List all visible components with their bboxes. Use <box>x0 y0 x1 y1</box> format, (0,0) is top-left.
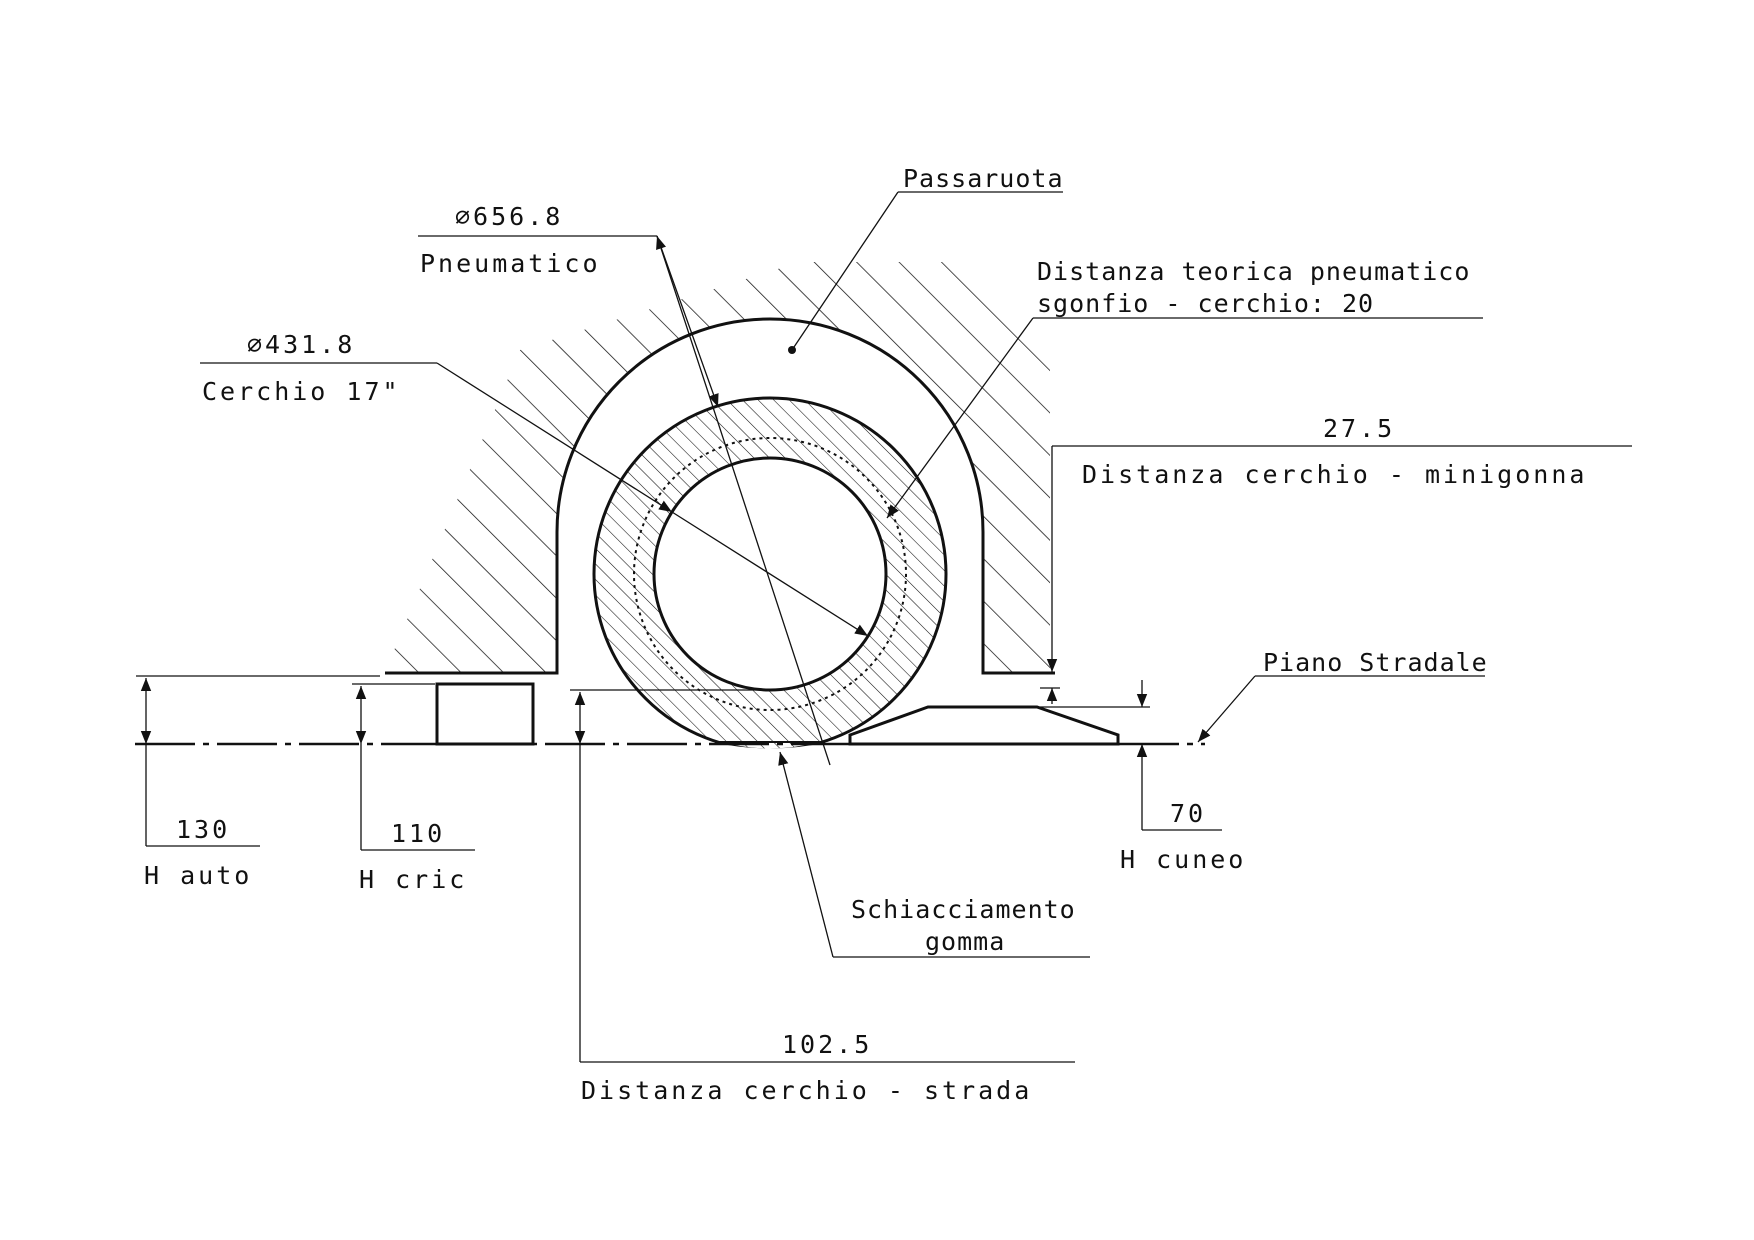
car-body-hatched <box>385 262 1050 672</box>
wedge <box>848 705 1120 746</box>
passaruota-leader <box>788 191 1063 354</box>
tyre-diameter-value: ∅656.8 <box>455 202 563 231</box>
teorica-label-line2: sgonfio - cerchio: 20 <box>1037 289 1374 318</box>
teorica-leader <box>886 317 1483 519</box>
piano-stradale-leader <box>1197 675 1485 743</box>
h-cric-dim <box>352 683 475 851</box>
tyre-diameter-name: Pneumatico <box>420 249 601 278</box>
rim-diameter-dim <box>200 362 869 637</box>
h-auto-value: 130 <box>176 815 230 844</box>
h-cric-value: 110 <box>391 819 445 848</box>
minigonna-value: 27.5 <box>1323 414 1395 443</box>
strada-value: 102.5 <box>782 1030 872 1059</box>
rim-diameter-name: Cerchio 17" <box>202 377 401 406</box>
jack-block <box>435 682 535 746</box>
h-auto-dim <box>136 675 380 847</box>
rim-diameter-value: ∅431.8 <box>247 330 355 359</box>
passaruota-label: Passaruota <box>903 164 1064 193</box>
tyre <box>592 396 948 756</box>
wheel-arch-outline <box>385 317 1055 675</box>
h-cric-name: H cric <box>359 865 467 894</box>
strada-name: Distanza cerchio - strada <box>581 1076 1032 1105</box>
wheel-arch-opening <box>557 319 983 672</box>
h-cuneo-dim <box>1040 680 1222 831</box>
theoretical-flat-circle <box>633 437 907 711</box>
schiacciamento-line1: Schiacciamento <box>851 895 1076 924</box>
teorica-label-line1: Distanza teorica pneumatico <box>1037 257 1470 286</box>
minigonna-name: Distanza cerchio - minigonna <box>1082 460 1587 489</box>
schiacciamento-leader <box>778 751 1090 958</box>
minigonna-dim <box>1040 445 1632 704</box>
schiacciamento-line2: gomma <box>925 927 1005 956</box>
h-cuneo-name: H cuneo <box>1120 845 1246 874</box>
cerchio-strada-dim <box>570 689 1075 1063</box>
tyre-diameter-dim <box>418 235 831 766</box>
h-auto-name: H auto <box>144 861 252 890</box>
h-cuneo-value: 70 <box>1170 799 1206 828</box>
piano-stradale-label: Piano Stradale <box>1263 648 1488 677</box>
